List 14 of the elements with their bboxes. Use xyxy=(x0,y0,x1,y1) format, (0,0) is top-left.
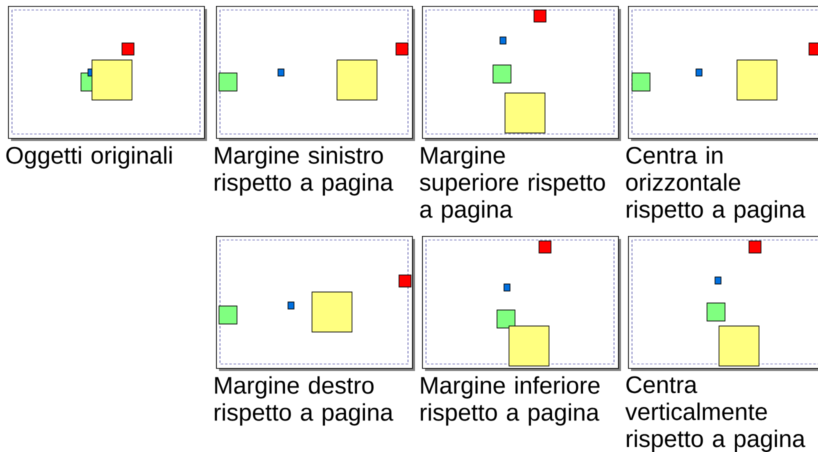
panel-label: Margine sinistro rispetto a pagina xyxy=(214,146,394,196)
panel-label: Oggetti originali xyxy=(6,146,172,169)
page-drawing xyxy=(628,6,818,141)
page-drawing xyxy=(628,236,818,371)
page-drawing xyxy=(8,6,207,141)
panel-label: Margine superiore rispetto a pagina xyxy=(420,146,605,223)
panel-label: Centra verticalmente rispetto a pagina xyxy=(625,376,806,452)
page-drawing xyxy=(422,6,621,141)
panel-label: Margine destro rispetto a pagina xyxy=(214,376,394,426)
page-drawing xyxy=(216,6,415,141)
panel-label: Centra in orizzontale rispetto a pagina xyxy=(626,146,806,223)
page-drawing xyxy=(422,236,621,371)
page-drawing xyxy=(216,236,415,371)
panel-label: Margine inferiore rispetto a pagina xyxy=(420,376,600,426)
